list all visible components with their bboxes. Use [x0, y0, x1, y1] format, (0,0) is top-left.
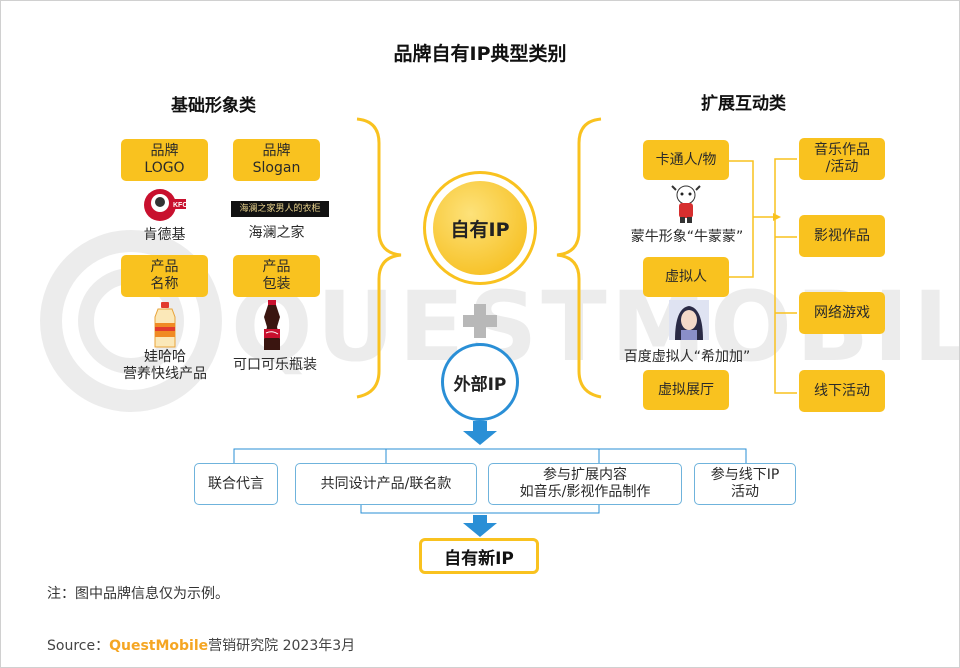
- source-brand: QuestMobile: [109, 638, 209, 654]
- collab-endorsement-box: 联合代言: [194, 463, 278, 505]
- cartoon-box: 卡通人/物: [643, 140, 729, 180]
- kfc-logo-icon: KFC: [144, 187, 187, 223]
- offline-box: 线下活动: [799, 370, 885, 412]
- down-arrow-2-stem: [473, 515, 487, 525]
- source-suffix: 营销研究院 2023年3月: [208, 638, 356, 654]
- left-bracket: [356, 117, 402, 399]
- game-box: 网络游戏: [799, 292, 885, 334]
- coke-caption: 可口可乐瓶装: [233, 357, 317, 373]
- virtual-human-box: 虚拟人: [643, 257, 729, 297]
- collab-branch-mid: [385, 449, 600, 463]
- collab-content-box: 参与扩展内容 如音乐/影视作品制作: [488, 463, 682, 505]
- collab-branch-bottom: [360, 503, 600, 514]
- hla-slogan-image-text: 海澜之家男人的衣柜: [239, 204, 321, 214]
- result-box: 自有新IP: [419, 538, 539, 574]
- xijiajia-caption: 百度虚拟人“希加加”: [623, 349, 751, 365]
- right-section-header: 扩展互动类: [701, 94, 786, 114]
- virtual-hall-box: 虚拟展厅: [643, 370, 729, 410]
- wahaha-bottle-icon: [149, 301, 181, 349]
- down-arrow-2-head: [463, 523, 497, 537]
- brand-slogan-box: 品牌 Slogan: [233, 139, 320, 181]
- product-name-box: 产品 名称: [121, 255, 208, 297]
- hla-caption: 海澜之家: [248, 225, 305, 241]
- down-arrow-1-stem: [473, 421, 487, 431]
- page-title: 品牌自有IP典型类别: [393, 43, 567, 65]
- collab-codesign-box: 共同设计产品/联名款: [295, 463, 477, 505]
- source-line: Source：QuestMobile营销研究院 2023年3月: [47, 635, 355, 655]
- result-label: 自有新IP: [444, 548, 514, 569]
- coke-bottle-icon: [259, 299, 285, 351]
- right-connector-right: [774, 158, 797, 394]
- brand-logo-box: 品牌 LOGO: [121, 139, 208, 181]
- down-arrow-1-head: [463, 431, 497, 445]
- mengniu-mascot-icon: [671, 184, 701, 224]
- film-box: 影视作品: [799, 215, 885, 257]
- external-ip-label: 外部IP: [453, 374, 507, 395]
- mengniu-caption: 蒙牛形象“牛蒙蒙”: [630, 229, 744, 245]
- footnote: 注：图中品牌信息仅为示例。: [47, 586, 229, 602]
- collab-offline-box: 参与线下IP 活动: [694, 463, 796, 505]
- product-package-box: 产品 包装: [233, 255, 320, 297]
- svg-text:KFC: KFC: [173, 202, 187, 209]
- right-connector-arrowhead: [773, 213, 781, 221]
- collab-branch-top: [233, 448, 747, 463]
- hla-slogan-image: 海澜之家男人的衣柜: [231, 201, 329, 217]
- right-connector-left: [729, 160, 754, 278]
- music-box: 音乐作品 /活动: [799, 138, 885, 180]
- wahaha-caption: 娃哈哈 营养快线产品: [123, 349, 207, 382]
- kfc-caption: 肯德基: [143, 227, 186, 243]
- right-bracket: [556, 117, 602, 399]
- own-ip-label: 自有IP: [450, 218, 510, 241]
- own-ip-circle: 自有IP: [433, 181, 527, 275]
- external-ip-circle: 外部IP: [441, 343, 519, 421]
- source-prefix: Source：: [47, 638, 110, 654]
- plus-vertical: [474, 304, 486, 338]
- left-section-header: 基础形象类: [171, 96, 256, 116]
- xijiajia-avatar-icon: [669, 300, 709, 340]
